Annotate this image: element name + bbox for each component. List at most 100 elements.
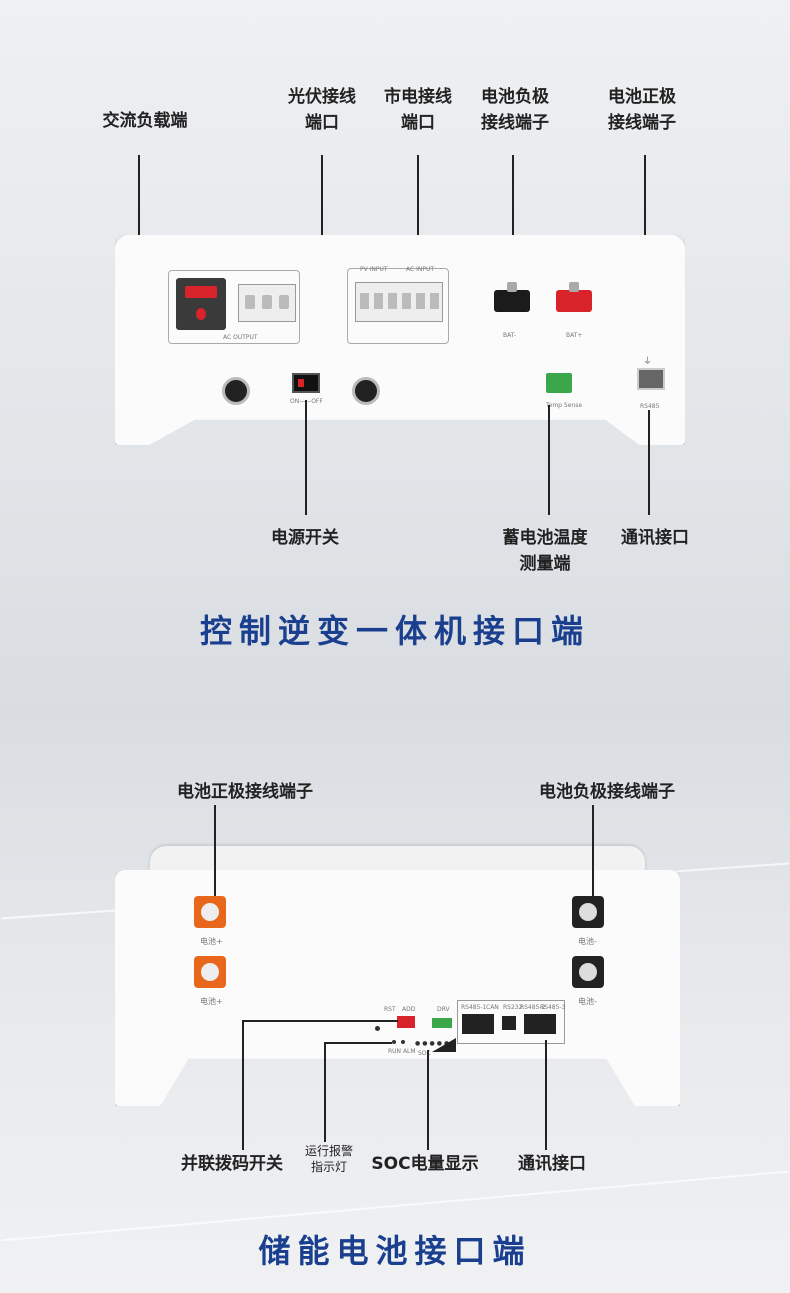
ac-output-text: AC OUTPUT xyxy=(223,334,258,341)
leader-indicator-h xyxy=(324,1042,392,1044)
label-pv-port: 光伏接线 端口 xyxy=(272,84,372,136)
rj45-port-2[interactable] xyxy=(524,1014,556,1034)
label-comm-port: 通讯接口 xyxy=(621,528,689,548)
screw-icon xyxy=(279,295,289,309)
add-text: ADD xyxy=(402,1006,416,1013)
drv-connector[interactable] xyxy=(432,1018,452,1028)
rs232-text: RS232 xyxy=(503,1004,523,1011)
rs485-text: RS485 xyxy=(640,403,660,410)
leader-bat-neg xyxy=(512,155,514,285)
label-bat-negative: 电池负极 接线端子 xyxy=(465,84,565,136)
leader-temp xyxy=(548,405,550,515)
bat-plus-text: 电池+ xyxy=(200,937,223,946)
ac-socket[interactable] xyxy=(176,278,226,330)
pv-input-text: PV INPUT xyxy=(360,266,388,273)
label-bat-negative-terminal: 电池负极接线端子 xyxy=(539,782,675,802)
drv-text: DRV xyxy=(437,1006,450,1013)
bat-plus-text: BAT+ xyxy=(566,332,583,339)
rocker-indicator xyxy=(298,379,304,387)
label-bat-negative-line2: 接线端子 xyxy=(481,113,549,133)
label-bat-positive-terminal: 电池正极接线端子 xyxy=(177,782,313,802)
rs232-port[interactable] xyxy=(502,1016,516,1030)
rj45-port-1[interactable] xyxy=(462,1014,494,1034)
label-ac-load: 交流负载端 xyxy=(102,111,188,131)
label-soc: SOC电量显示 xyxy=(371,1154,479,1174)
label-temp-sense-line1: 蓄电池温度 xyxy=(502,528,588,548)
ac-input-text: AC INPUT xyxy=(406,266,435,273)
label-indicator-line1: 运行报警 xyxy=(304,1144,353,1158)
bat-minus-text: 电池- xyxy=(578,937,597,946)
bolt-icon xyxy=(507,282,517,292)
leader-grid xyxy=(417,155,419,265)
label-indicator: 运行报警 指示灯 xyxy=(296,1143,362,1175)
led-indicator xyxy=(401,1040,405,1044)
label-grid-port: 市电接线 端口 xyxy=(368,84,468,136)
leader-comm-bat xyxy=(545,1040,547,1150)
screw-icon xyxy=(374,293,383,309)
label-bat-positive-line1: 电池正极 xyxy=(608,87,676,107)
inverter-title: 控制逆变一体机接口端 xyxy=(199,612,590,650)
label-temp-sense-line2: 测量端 xyxy=(519,554,571,574)
bat-negative-terminal-1[interactable] xyxy=(572,896,604,928)
label-indicator-line2: 指示灯 xyxy=(310,1160,347,1174)
temp-sense-text: Temp Sense xyxy=(546,402,583,409)
leader-bat-pos xyxy=(644,155,646,300)
ac-terminal-block[interactable] xyxy=(238,284,296,322)
input-terminal-block[interactable] xyxy=(355,282,443,322)
ac-input-breaker-knob[interactable] xyxy=(352,377,380,405)
socket-hole-icon xyxy=(185,286,217,298)
leader-dip xyxy=(242,1020,244,1150)
bat-positive-terminal-1[interactable] xyxy=(194,896,226,928)
leader-comm xyxy=(648,410,650,515)
bat-minus-text: BAT- xyxy=(503,332,517,339)
run-alm-text: RUN ALM xyxy=(388,1048,416,1055)
label-comm-port-bat: 通讯接口 xyxy=(518,1154,586,1174)
bolt-icon xyxy=(579,903,597,921)
reset-button[interactable] xyxy=(375,1026,380,1031)
bat-negative-terminal[interactable] xyxy=(494,282,530,312)
rst-text: RST xyxy=(384,1006,396,1013)
label-pv-port-line1: 光伏接线 xyxy=(288,87,356,107)
bat-minus-text-2: 电池- xyxy=(578,997,597,1006)
rj45-port[interactable] xyxy=(637,368,665,390)
label-dip-switch: 并联拨码开关 xyxy=(181,1154,283,1174)
bolt-icon xyxy=(579,963,597,981)
label-pv-port-line2: 端口 xyxy=(305,113,339,133)
soc-button[interactable] xyxy=(432,1038,456,1052)
label-grid-port-line1: 市电接线 xyxy=(384,87,452,107)
bolt-icon xyxy=(569,282,579,292)
breaker-knob[interactable] xyxy=(222,377,250,405)
screw-icon xyxy=(416,293,425,309)
leader-bat-pos-terminal xyxy=(214,805,216,905)
leader-bat-neg-terminal xyxy=(592,805,594,905)
rs485-2-text: RS485-2 xyxy=(520,1004,546,1011)
label-bat-positive-line2: 接线端子 xyxy=(608,113,676,133)
bolt-icon xyxy=(201,903,219,921)
leader-soc xyxy=(427,1050,429,1150)
bat-positive-terminal-2[interactable] xyxy=(194,956,226,988)
ground-icon: ⏚ xyxy=(643,357,653,367)
screw-icon xyxy=(262,295,272,309)
screw-icon xyxy=(360,293,369,309)
bat-positive-terminal[interactable] xyxy=(556,282,592,312)
rs485-3-text: RS485-3 xyxy=(540,1004,566,1011)
leader-indicator xyxy=(324,1042,326,1142)
screw-icon xyxy=(430,293,439,309)
power-rocker-switch[interactable] xyxy=(292,373,320,393)
leader-power-switch xyxy=(305,400,307,515)
leader-pv xyxy=(321,155,323,275)
label-bat-negative-line1: 电池负极 xyxy=(481,87,549,107)
bat-negative-terminal-2[interactable] xyxy=(572,956,604,988)
screw-icon xyxy=(402,293,411,309)
battery-title: 储能电池接口端 xyxy=(258,1232,532,1270)
input-terminal-frame xyxy=(347,268,449,344)
leader-dip-h xyxy=(242,1020,398,1022)
bat-plus-text-2: 电池+ xyxy=(200,997,223,1006)
socket-hole-icon xyxy=(196,308,206,320)
dip-switch[interactable] xyxy=(397,1016,415,1028)
can-text: CAN xyxy=(486,1004,499,1011)
comm-port-frame xyxy=(457,1000,565,1044)
label-temp-sense: 蓄电池温度 测量端 xyxy=(490,525,600,577)
label-grid-port-line2: 端口 xyxy=(401,113,435,133)
temp-sense-connector[interactable] xyxy=(546,373,572,393)
